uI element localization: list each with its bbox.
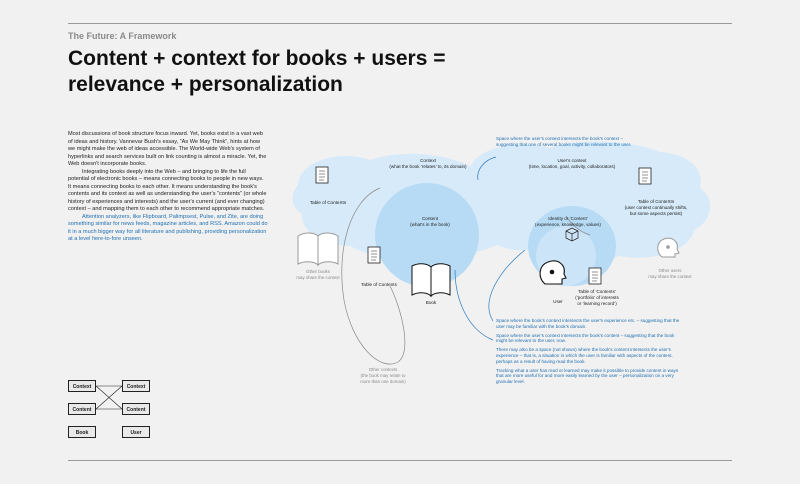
top-rule (68, 23, 732, 24)
toc-left-label: Table of ConteXts (310, 200, 347, 205)
mini-left-context: Context (68, 380, 96, 392)
user-head-icon (539, 260, 567, 285)
toc-contents-icon (367, 246, 381, 264)
content-sub: (what's in the book) (410, 222, 450, 227)
diagram-grey-labels: Other books may share the context Other … (296, 268, 692, 384)
arrow-n2 (454, 269, 494, 341)
note-4: Tracking what a user has read or learned… (496, 367, 679, 385)
toc-right-title: Table of ConteXts (638, 199, 675, 204)
toc-user-icon (588, 267, 602, 285)
user-label: User (553, 299, 563, 304)
identity-sub: (experience, knowledge, values) (535, 222, 601, 227)
note-1: Space where the book's context intersect… (496, 318, 680, 329)
diagram-labels: Context (what the book ‘relates’ to, its… (310, 158, 688, 306)
context-title: Context (420, 158, 437, 163)
book-label: Book (426, 300, 437, 305)
top-note-line-1: Space where the user's context intersect… (496, 136, 623, 141)
mini-left-book: Book (68, 426, 96, 438)
open-book-icon (411, 263, 451, 298)
other-books-1: Other books (306, 269, 331, 274)
toc-right-sub-1: (user context continually shifts, (625, 205, 688, 210)
toc-right-icon (638, 167, 652, 185)
note-2: Space where the user's context intersect… (496, 332, 675, 344)
other-contexts-2: (the book may relate to (361, 373, 406, 378)
paragraph-3: Attention analyzers, like Flipboard, Pal… (68, 213, 268, 243)
content-title: Content (422, 216, 439, 221)
toc-contents-label: Table of Contents (361, 282, 397, 287)
mini-diagram-lines (95, 385, 123, 410)
user-context-sub: (time, location, goal, activity, collabo… (529, 164, 616, 169)
top-note-line-2: suggesting that one of several books mig… (496, 142, 631, 147)
notes-column: Space where the book's context intersect… (496, 318, 686, 388)
mini-right-user: User (122, 426, 150, 438)
paragraph-1: Most discussions of book structure focus… (68, 131, 267, 167)
identity-cube-icon (565, 227, 579, 242)
content-circle (375, 183, 479, 287)
other-contexts-3: more than one domain) (360, 379, 406, 384)
identity-title: Identity or ‘Content’ (548, 216, 588, 221)
other-books-2: may share the context (296, 275, 340, 280)
eyebrow: The Future: A Framework (68, 31, 177, 41)
top-note: Space where the user's context intersect… (496, 136, 631, 147)
page-title: Content + context for books + users = re… (68, 46, 708, 98)
connectors (341, 187, 591, 365)
mini-right-context: Context (122, 380, 150, 392)
mini-right-content: Content (122, 403, 150, 415)
toc-user-1: Table of ‘Contents’ (578, 289, 616, 294)
note-arrows (454, 156, 526, 341)
identity-link (565, 215, 591, 236)
context-sub: (what the book ‘relates’ to, its domain) (389, 164, 467, 169)
title-line-2: relevance + personalization (68, 73, 343, 96)
arrow-n1 (488, 249, 526, 322)
toc-left-icon (315, 166, 329, 184)
paragraph-2: Integrating books deeply into the Web – … (68, 168, 267, 213)
arrow-top-note (477, 156, 497, 181)
user-context-title: User's context (558, 158, 588, 163)
mini-left-content: Content (68, 403, 96, 415)
bottom-rule (68, 460, 732, 461)
other-user-icon (657, 237, 680, 258)
toc-user-3: or ‘learning record’) (577, 301, 617, 306)
other-books-icon (297, 232, 339, 267)
other-users-2: may share the context (648, 274, 692, 279)
other-contexts-1: Other contexts (369, 367, 398, 372)
body-text: Most discussions of book structure focus… (68, 131, 268, 244)
title-line-1: Content + context for books + users = (68, 47, 446, 70)
other-users-1: Other users (659, 268, 683, 273)
toc-right-sub-2: but some aspects persist) (630, 211, 683, 216)
note-3: There may also be a space (not shown) wh… (496, 347, 673, 364)
toc-user-2: (‘portfolio’ of interests (575, 295, 619, 300)
other-contexts-loop (341, 187, 406, 365)
